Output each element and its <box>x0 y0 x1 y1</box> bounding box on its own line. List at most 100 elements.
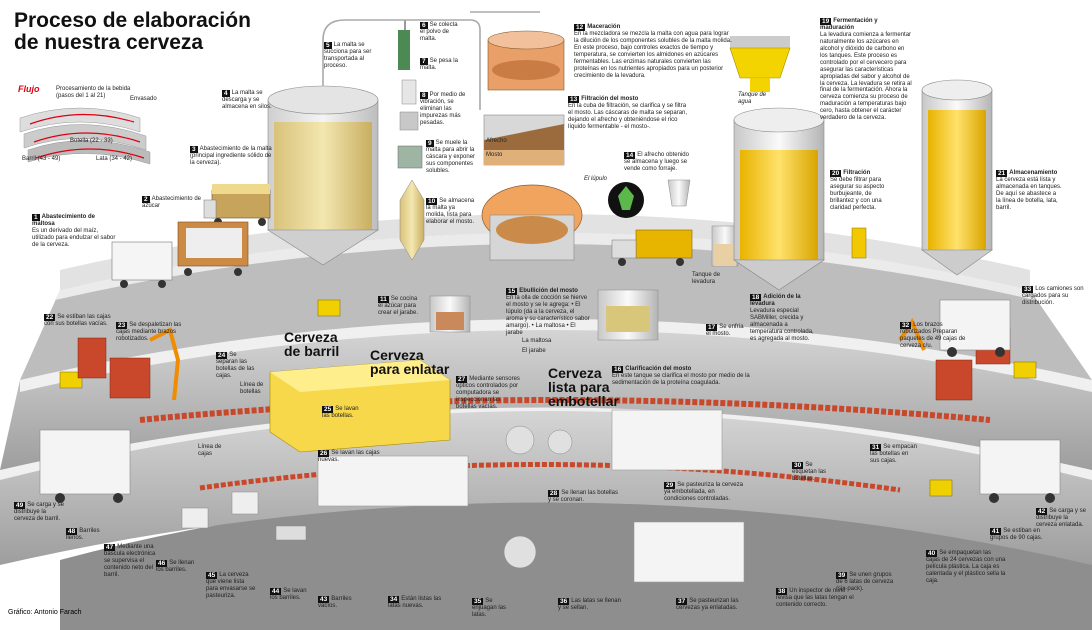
step-number: 7 <box>420 58 428 66</box>
sugar-truck <box>177 221 249 276</box>
step-title: Clarificación del mosto <box>625 366 692 372</box>
flow-label-bebida: Procesamiento de la bebida (pasos del 1 … <box>56 86 131 99</box>
label-lupulo: El lúpulo <box>584 176 608 182</box>
crate-line <box>139 397 991 493</box>
hopper <box>667 179 691 207</box>
mash-tun <box>487 30 565 91</box>
hop-icon <box>608 182 644 218</box>
forklift-cans <box>929 479 953 497</box>
step-text: Se estiban las cajas con sus botellas va… <box>44 314 111 328</box>
brew-kettle <box>481 184 583 261</box>
label-mosto: Mosto <box>486 152 503 158</box>
step-text: Se almacena la malta ya molida, lista pa… <box>426 198 475 226</box>
step-text: En la olla de cocción se hierve el mosto… <box>506 295 590 336</box>
step-number: 16 <box>612 366 624 374</box>
step-number: 15 <box>506 288 518 296</box>
can-filler <box>503 535 537 569</box>
spent-grain-truck <box>611 229 693 266</box>
step-number: 20 <box>830 170 842 178</box>
step-number: 45 <box>206 572 218 580</box>
step-text: Se llenan los barriles. <box>156 560 195 574</box>
step-text: Se despaletizan las cajas mediante brazo… <box>116 322 182 343</box>
flow-label-botella: Botella (22 - 33) <box>70 138 113 144</box>
step-text: Barriles llenos. <box>66 528 100 542</box>
step-number: 24 <box>216 352 228 360</box>
lauter-tun <box>483 114 565 166</box>
step-number: 28 <box>548 490 560 498</box>
step-number: 3 <box>190 146 198 154</box>
step-number: 2 <box>142 196 150 204</box>
forklift-left <box>59 371 83 389</box>
step-number: 19 <box>820 18 832 26</box>
step-text: Se lavan las cajas nuevas. <box>318 450 380 464</box>
step-text: Se carga y se distribuye la cerveza de b… <box>14 502 64 523</box>
keg-machines <box>181 491 307 541</box>
step-text: Barriles vacíos. <box>318 596 352 610</box>
step-number: 36 <box>558 598 570 606</box>
label-tanque-agua: Tanque de agua <box>738 92 767 105</box>
fermentation-tank <box>733 107 825 291</box>
flow-label-envasado: Envasado <box>130 96 157 102</box>
step-text: Abastecimiento de la malta (principal in… <box>190 146 272 167</box>
yeast-tank <box>711 225 739 267</box>
step-text: Se lavan las botellas. <box>322 406 359 420</box>
credit: Gráfico: Antonio Farach <box>8 609 82 616</box>
step-text: La cerveza que viene lista para envasars… <box>206 572 256 600</box>
step-text: Se pasteurizan las cervezas ya enlatadas… <box>676 598 739 612</box>
label-jarabe: El jarabe <box>522 348 546 354</box>
step-text: La levadura comienza a fermentar natural… <box>820 32 912 122</box>
step-title: Maceración <box>587 24 621 30</box>
step-number: 21 <box>996 170 1008 178</box>
bottle-pasteurizer <box>611 409 723 471</box>
flow-title: Flujo <box>18 84 40 94</box>
bottle-filler <box>505 425 573 455</box>
clarification-tank <box>597 289 659 341</box>
forklift-top <box>317 299 341 317</box>
step-text: Es un derivado del maíz, utilizado para … <box>32 228 116 249</box>
step-text: Mediante sensores ópticos controlados po… <box>456 376 520 411</box>
step-text: Un inspector de nivel revisa que las lat… <box>776 588 854 609</box>
section-title-barril: Cerveza de barril <box>284 329 340 359</box>
step-text: La cerveza está lista y almacenada en ta… <box>996 177 1062 212</box>
step-number: 35 <box>472 598 484 606</box>
step-number: 44 <box>270 588 282 596</box>
crate-stack-left <box>77 337 151 399</box>
can-pasteurizer <box>633 521 745 583</box>
step-text: Se enfría el mosto. <box>706 324 744 338</box>
can-truck <box>979 439 1061 503</box>
step-number: 41 <box>990 528 1002 536</box>
malt-truck <box>203 184 271 226</box>
step-title: Ebullición del mosto <box>519 288 578 294</box>
step-text: Levadura especial SABMiller, crecida y a… <box>750 308 814 342</box>
step-number: 8 <box>420 92 428 100</box>
step-number: 26 <box>318 450 330 458</box>
malt-processing-column <box>397 20 425 261</box>
step-text: Se lavan los barriles. <box>270 588 307 602</box>
step-number: 40 <box>926 550 938 558</box>
step-text: En la cuba de filtración, se clarifica y… <box>568 103 688 131</box>
step-number: 37 <box>676 598 688 606</box>
step-number: 18 <box>750 294 762 302</box>
step-number: 49 <box>14 502 26 510</box>
step-number: 11 <box>378 296 389 304</box>
